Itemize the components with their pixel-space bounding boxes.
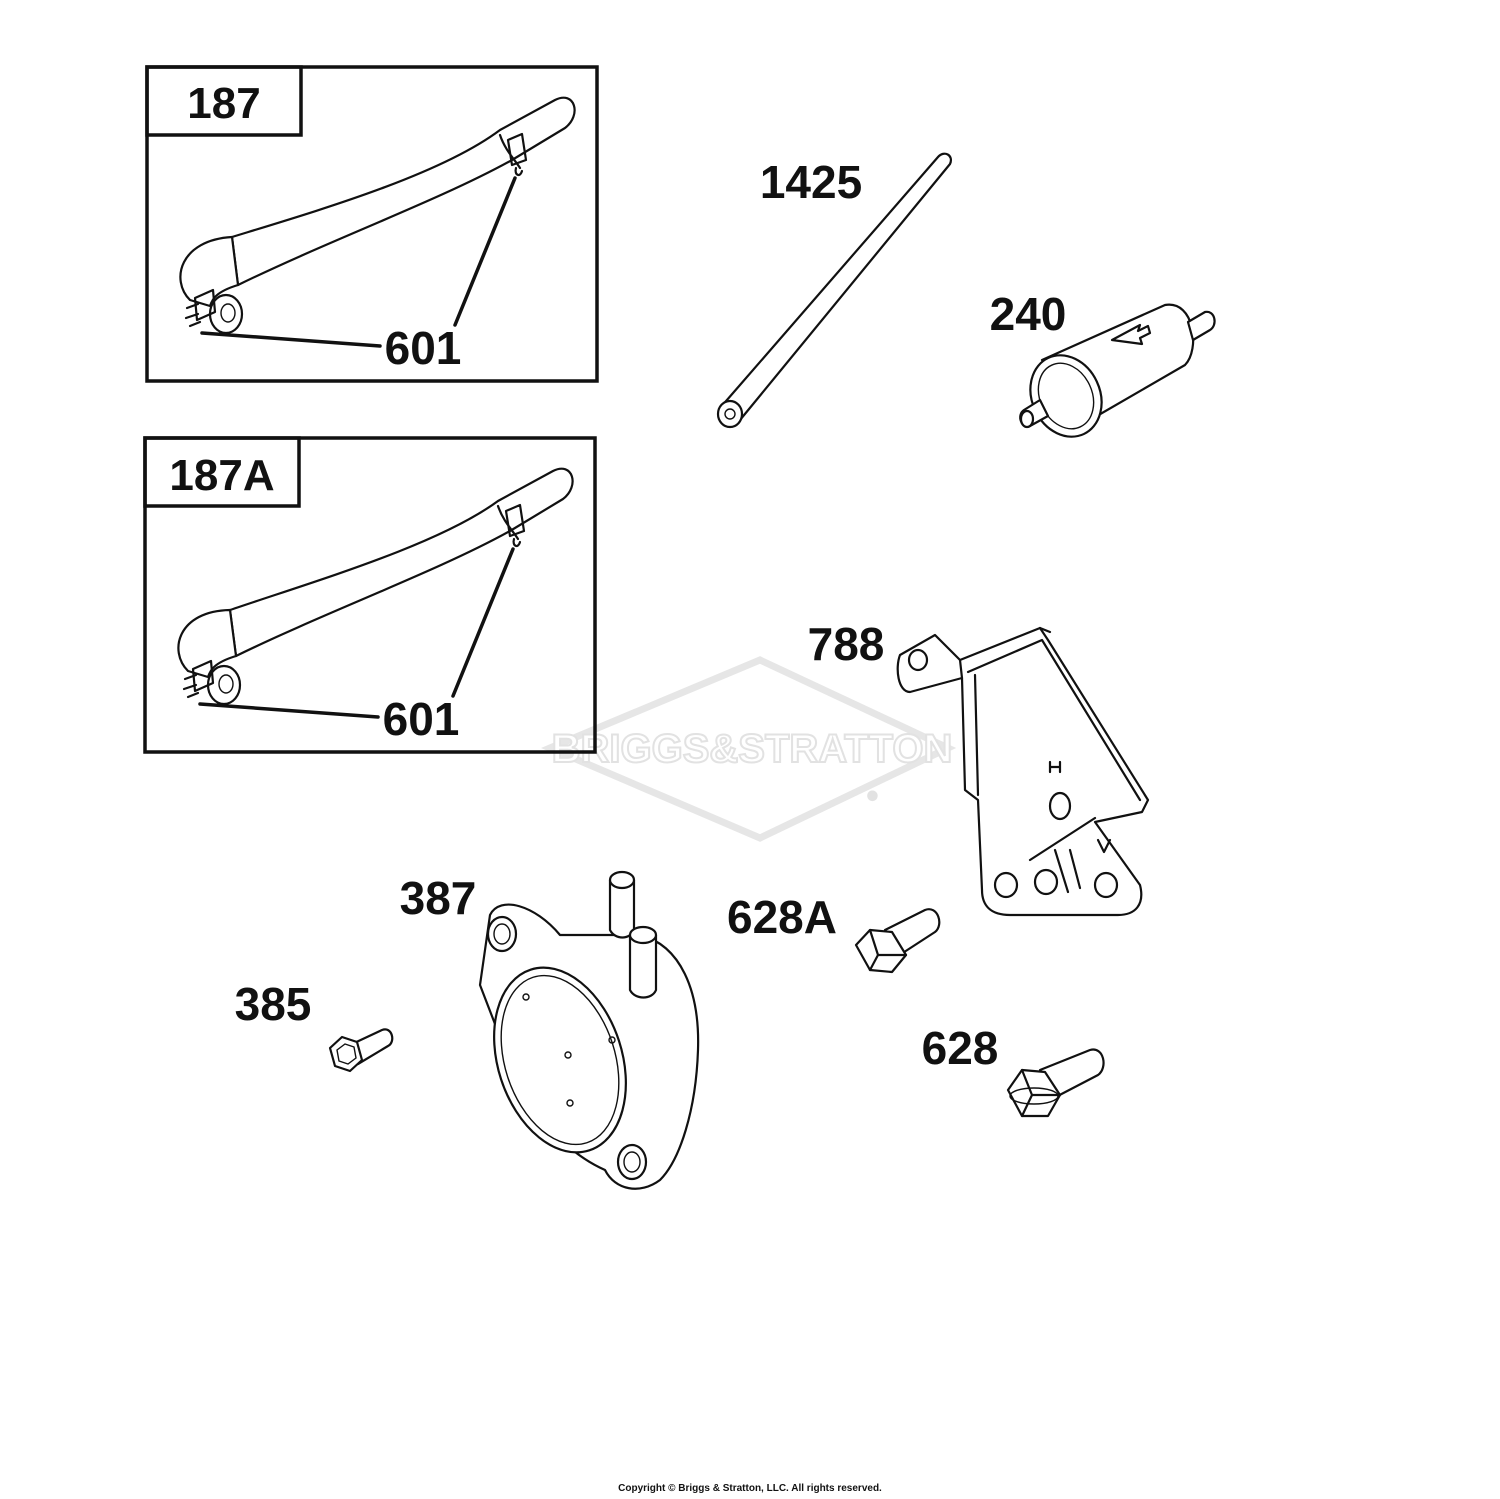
leader-601a-lower [198,702,380,719]
box-187a-frame [143,436,597,754]
fuel-pump-387[interactable] [472,870,700,1190]
copyright-notice: Copyright © Briggs & Stratton, LLC. All … [618,1483,882,1494]
fuel-hose-187[interactable] [179,96,576,335]
fuel-hose-187a[interactable] [177,467,574,706]
box-187a: 187A 601 [143,436,597,754]
box-187-title-frame [145,65,303,137]
label-187[interactable]: 187 [187,79,260,128]
label-601-box-187[interactable]: 601 [385,322,462,374]
watermark-text: BRIGGS&STRATTON [552,727,953,771]
brand-watermark: BRIGGS&STRATTON ® [541,656,957,842]
bracket-788[interactable] [896,626,1150,917]
leader-601a-upper [451,547,515,698]
leader-601-lower [200,331,382,348]
label-387[interactable]: 387 [400,872,477,924]
leader-601-upper [453,176,517,327]
box-187: 187 601 [145,65,599,383]
fuel-line-1425[interactable] [716,152,952,429]
watermark-registered-mark: ® [868,789,877,803]
label-187a[interactable]: 187A [169,451,274,500]
box-187a-title-frame [143,436,301,508]
fuel-filter-240[interactable] [1017,303,1216,449]
label-385[interactable]: 385 [235,978,312,1030]
box-187-frame [145,65,599,383]
bolt-628a[interactable] [854,908,941,974]
label-1425[interactable]: 1425 [760,156,862,208]
label-628a[interactable]: 628A [727,891,837,943]
pump-screw-385[interactable] [328,1028,394,1073]
label-788[interactable]: 788 [808,618,885,670]
label-628[interactable]: 628 [922,1022,999,1074]
label-601-box-187a[interactable]: 601 [383,693,460,745]
bolt-628[interactable] [1006,1048,1105,1118]
label-240[interactable]: 240 [990,288,1067,340]
